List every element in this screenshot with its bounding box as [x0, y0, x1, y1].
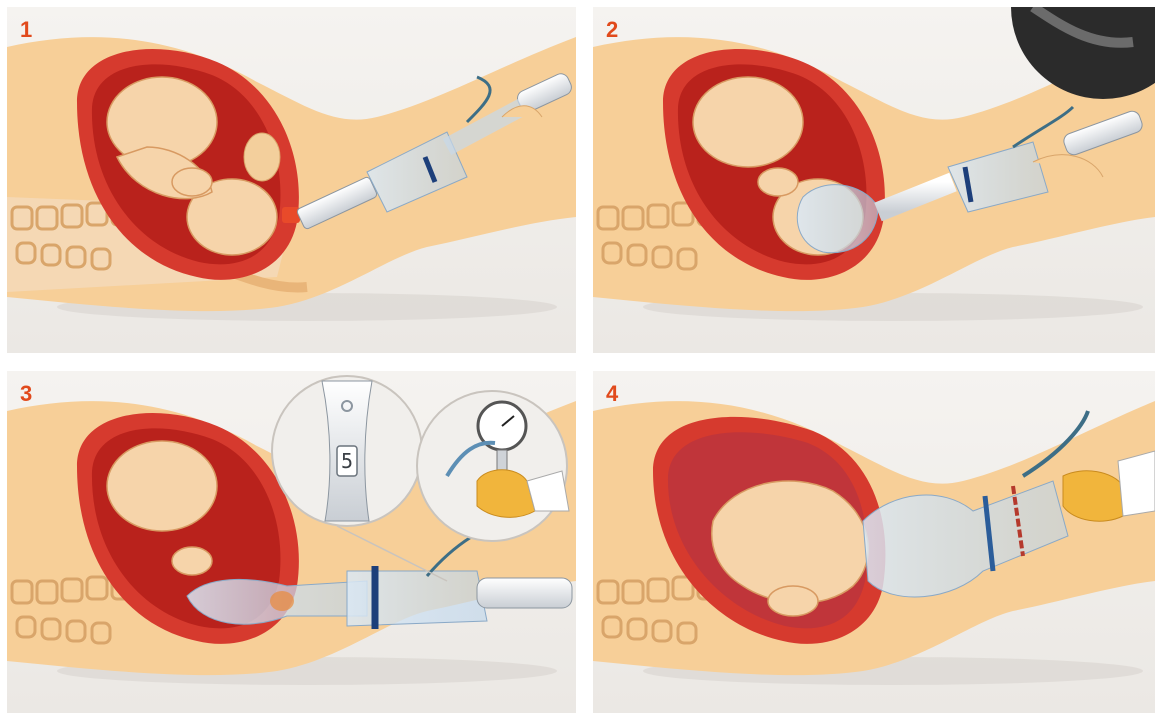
gloved-hand-icon — [477, 470, 569, 518]
step-1-illustration — [7, 7, 576, 353]
step-number: 3 — [20, 381, 32, 407]
step-2-panel: 2 — [593, 7, 1155, 353]
step-number: 4 — [606, 381, 618, 407]
step-number: 2 — [606, 17, 618, 43]
step-4-illustration — [593, 371, 1155, 713]
step-3-panel: 5 3 — [7, 371, 576, 713]
step-number: 1 — [20, 17, 32, 43]
step-3-illustration: 5 — [7, 371, 576, 713]
magnified-handle-inset: 5 — [272, 376, 422, 526]
step-1-panel: 1 — [7, 7, 576, 353]
step-2-illustration — [593, 7, 1155, 353]
step-4-panel: 4 — [593, 371, 1155, 713]
handle-indicator-digit: 5 — [341, 449, 353, 473]
magnified-gauge-inset — [417, 391, 569, 541]
